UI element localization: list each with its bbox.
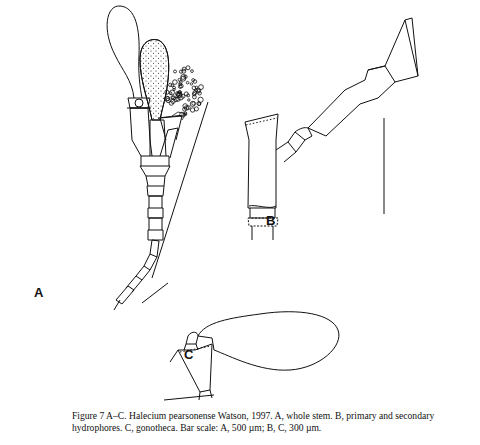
panel-letter: C xyxy=(184,348,193,361)
panel-letter: A xyxy=(34,286,43,299)
panel-letter: B xyxy=(266,214,275,227)
figure-caption: Figure 7 A–C. Halecium pearsonense Watso… xyxy=(72,410,464,435)
